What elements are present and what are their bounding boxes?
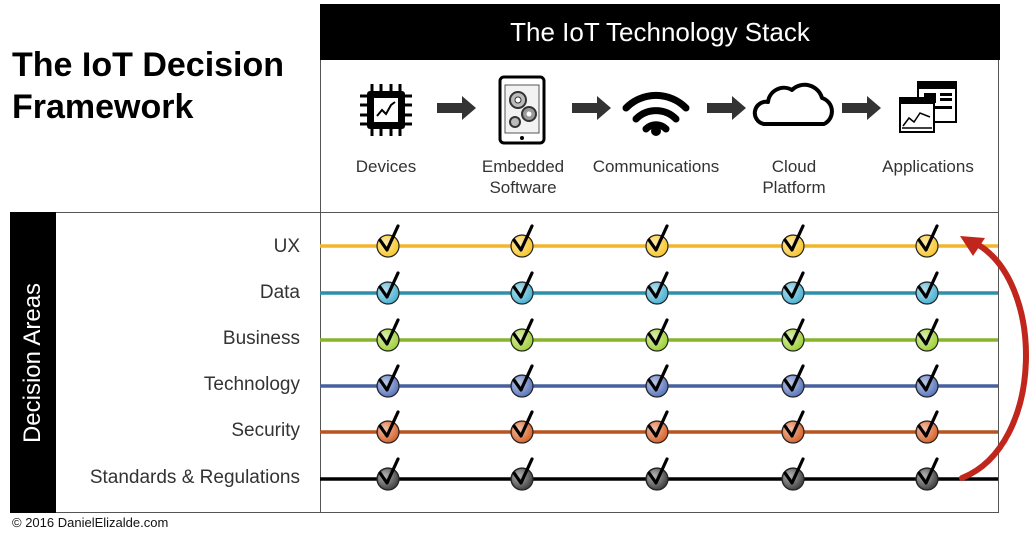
checkmark-icon <box>783 271 805 299</box>
checkmark-icon <box>917 364 939 392</box>
row-label-standards: Standards & Regulations <box>89 467 300 488</box>
checkmark-icon <box>917 410 939 438</box>
arrow-right-icon <box>572 96 611 120</box>
checkmark-icon <box>783 318 805 346</box>
checkmark-icon <box>512 271 534 299</box>
checkmark-icon <box>917 224 939 252</box>
checkmark-icon <box>378 318 400 346</box>
checkmark-icon <box>647 224 669 252</box>
row-label-data: Data <box>259 282 300 303</box>
decision-rows <box>320 224 998 491</box>
checkmark-icon <box>378 271 400 299</box>
checkmark-icon <box>647 318 669 346</box>
side-bar <box>10 212 56 513</box>
checkmark-icon <box>917 271 939 299</box>
row-label-security: Security <box>231 420 300 441</box>
page-title: The IoT Decision Framework <box>12 46 285 126</box>
arrow-right-icon <box>707 96 746 120</box>
flow-arrows <box>437 96 881 120</box>
checkmark-icon <box>647 364 669 392</box>
checkmark-icon <box>512 410 534 438</box>
chip-icon <box>360 84 412 136</box>
copyright: © 2016 DanielElizalde.com <box>12 515 169 530</box>
wifi-icon <box>622 91 690 136</box>
arrow-right-icon <box>842 96 881 120</box>
cloud-icon <box>752 82 834 126</box>
checkmark-icon <box>378 457 400 485</box>
checkmark-icon <box>917 457 939 485</box>
checkmark-icon <box>512 457 534 485</box>
checkmark-icon <box>378 364 400 392</box>
stack-title: The IoT Technology Stack <box>510 16 810 47</box>
checkmark-icon <box>917 318 939 346</box>
component-label-applications: Applications <box>882 157 974 176</box>
stack-header: The IoT Technology Stack <box>320 4 1000 60</box>
checkmark-icon <box>378 224 400 252</box>
arrow-right-icon <box>437 96 476 120</box>
row-labels-panel <box>56 212 322 513</box>
app-windows-icon <box>899 81 957 133</box>
checkmark-icon <box>512 364 534 392</box>
component-label-communications: Communications <box>592 157 720 176</box>
checkmark-icon <box>647 457 669 485</box>
checkmark-icon <box>647 271 669 299</box>
checkmark-icon <box>512 224 534 252</box>
component-label-devices: Devices <box>355 157 417 176</box>
stack-panel <box>320 60 999 212</box>
checkmark-icon <box>512 318 534 346</box>
checkmark-icon <box>783 224 805 252</box>
checkmark-icon <box>647 410 669 438</box>
tablet-gears-icon <box>498 75 546 145</box>
row-label-ux: UX <box>273 236 300 257</box>
decision-grid <box>320 212 999 513</box>
checkmark-icon <box>783 410 805 438</box>
checkmark-icon <box>783 457 805 485</box>
row-label-technology: Technology <box>203 374 300 395</box>
checkmark-icon <box>783 364 805 392</box>
checkmark-icon <box>378 410 400 438</box>
feedback-arrow <box>959 236 1029 481</box>
row-label-business: Business <box>222 328 300 349</box>
